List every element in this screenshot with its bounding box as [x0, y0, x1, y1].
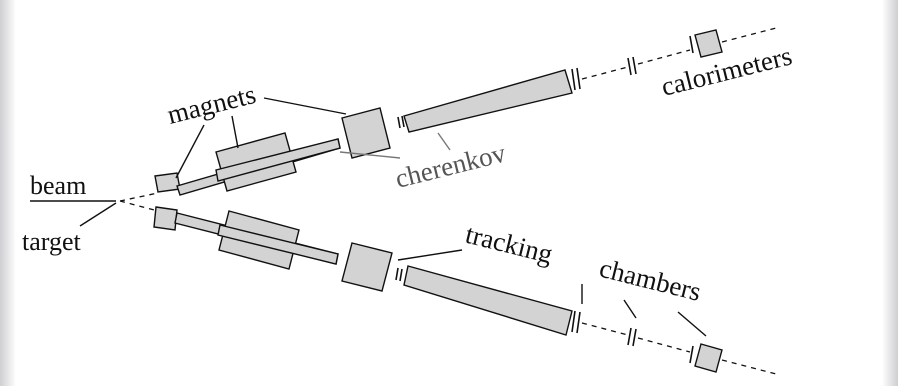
magnets-leader-1 — [175, 124, 205, 179]
diagram-canvas: beam target magnets cherenkov tracking c… — [16, 6, 882, 380]
upper-arm — [154, 27, 777, 196]
chambers-label: chambers — [597, 253, 705, 307]
upper-tube-through-magnet — [215, 138, 341, 182]
upper-cherenkov — [403, 69, 573, 133]
beam-line-upper — [119, 192, 159, 202]
upper-dash-2 — [637, 49, 691, 65]
upper-bar-1 — [571, 68, 576, 91]
lower-square-magnet — [341, 242, 393, 292]
lower-cherenkov — [403, 265, 573, 336]
lower-small-chamber — [153, 206, 178, 231]
beam-label: beam — [30, 171, 86, 200]
upper-calorimeter — [694, 29, 723, 58]
upper-square-magnet — [341, 107, 391, 159]
lower-arm — [153, 206, 777, 375]
lower-break-3 — [689, 345, 694, 364]
calorimeters-label: calorimeters — [658, 40, 795, 101]
upper-bar-2 — [576, 67, 581, 90]
lower-connector-1 — [395, 267, 399, 281]
tracking-leader-1 — [397, 249, 463, 261]
chambers-leader-1 — [623, 299, 637, 319]
cherenkov-label: cherenkov — [392, 137, 509, 193]
upper-break-3 — [689, 35, 694, 54]
chambers-leader-2 — [677, 311, 707, 337]
lower-tube-through-magnet — [217, 224, 339, 265]
cherenkov-leader-2 — [437, 132, 451, 151]
upper-dash-1 — [581, 66, 629, 80]
lower-dash-3 — [721, 359, 777, 375]
tracking-label: tracking — [463, 219, 556, 270]
lower-connector-2 — [399, 268, 403, 282]
upper-break-2 — [632, 56, 637, 75]
beam-line-lower — [119, 200, 159, 212]
lower-bar-1 — [571, 310, 576, 333]
upper-small-chamber — [154, 172, 181, 193]
target-label: target — [22, 227, 81, 256]
upper-connector-1 — [397, 116, 401, 129]
magnets-leader-2 — [231, 115, 239, 149]
upper-break-1 — [627, 57, 632, 76]
magnets-leader-3 — [263, 97, 347, 115]
lower-break-1 — [627, 327, 632, 346]
cherenkov-leader-1 — [339, 151, 401, 159]
lower-break-2 — [632, 328, 637, 347]
lower-bar-2 — [576, 311, 581, 334]
magnets-label: magnets — [164, 79, 259, 130]
lower-calorimeter — [694, 343, 723, 373]
upper-dash-3 — [721, 27, 777, 43]
lower-dash-1 — [581, 322, 629, 336]
target-leader — [79, 202, 117, 227]
upper-connector-2 — [401, 115, 405, 128]
lower-dash-2 — [637, 337, 691, 353]
